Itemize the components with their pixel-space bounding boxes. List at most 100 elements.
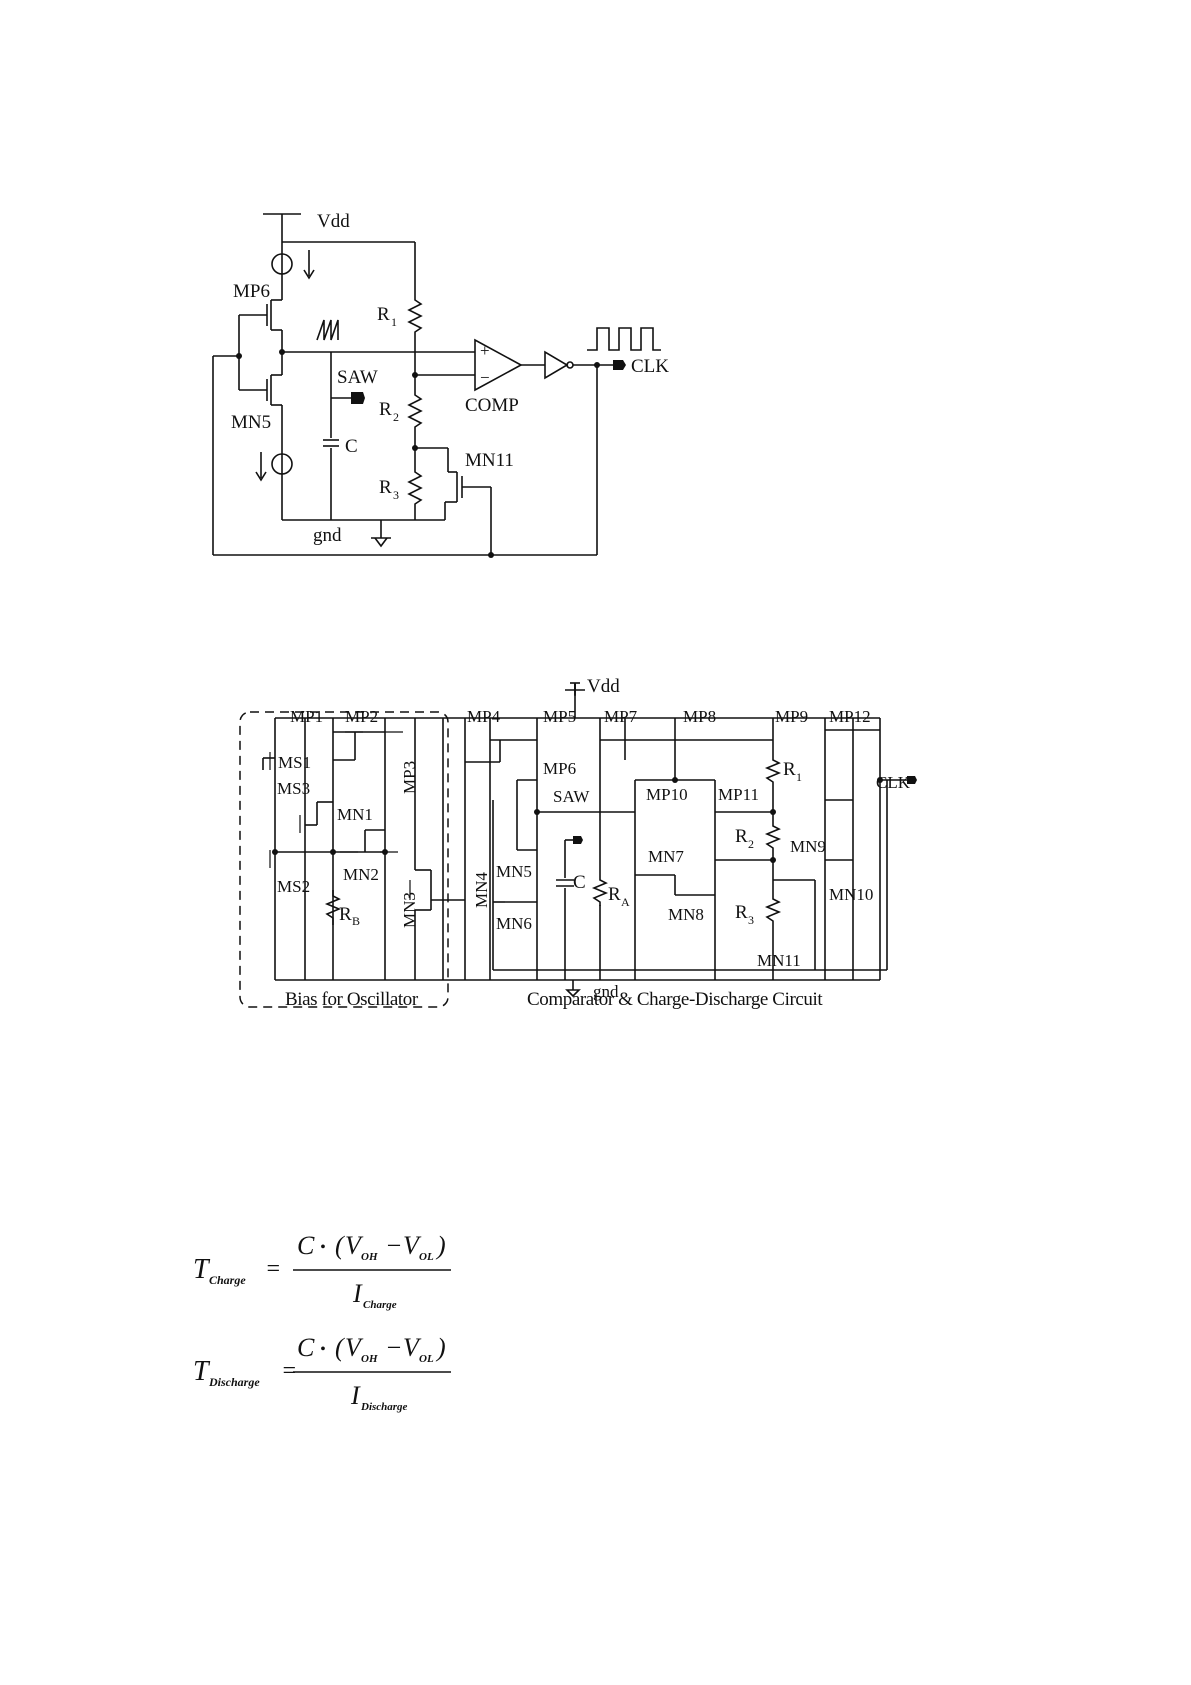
mn3-transistor — [415, 869, 465, 911]
eq2-voh-sub: OH — [361, 1353, 378, 1365]
r3-resistor-2: R 3 — [735, 895, 782, 929]
mp9-label: MP9 — [775, 707, 808, 726]
ra-label: R — [608, 884, 621, 905]
ms3-label: MS3 — [277, 779, 310, 798]
mn5-label: MN5 — [231, 412, 271, 433]
eq1-den: I — [352, 1279, 363, 1308]
eq1-vol-sub: OL — [419, 1251, 434, 1263]
rb-label: R — [339, 904, 352, 925]
r1-resistor-2: R 1 — [764, 756, 802, 790]
c-label: C — [573, 872, 586, 893]
mn9-label: MN9 — [790, 837, 826, 856]
r1-sub: 1 — [391, 315, 397, 329]
mn5-label: MN5 — [496, 862, 532, 881]
c-label: C — [345, 436, 358, 457]
mp12-label: MP12 — [829, 707, 871, 726]
discharge-equation: T Discharge = C • ( V OH − V OL ) I Disc… — [193, 1333, 451, 1413]
top-current-source — [271, 242, 315, 300]
vdd-rail: Vdd — [275, 676, 880, 719]
mn7-label: MN7 — [648, 847, 684, 866]
r3-sub: 3 — [393, 488, 399, 502]
eq2-lhs: T — [193, 1356, 211, 1387]
eq2-equals: = — [281, 1358, 297, 1384]
mn5-transistor: MN5 — [231, 352, 283, 452]
bias-caption: Bias for Oscillator — [285, 989, 419, 1010]
r2-label: R — [379, 399, 392, 420]
vdd-rail: Vdd — [263, 211, 416, 295]
full-oscillator-schematic: Vdd gnd — [235, 676, 1000, 1095]
eq1-c: C — [297, 1231, 315, 1260]
clk-label: CLK — [631, 356, 669, 377]
comparator-caption: Comparator & Charge-Discharge Circuit — [527, 989, 823, 1010]
eq1-minus: − — [385, 1231, 403, 1260]
comp-minus: − — [480, 368, 490, 387]
mn11-transistor: MN11 — [415, 447, 514, 558]
rb-sub: B — [352, 914, 360, 928]
mn11-label: MN11 — [757, 951, 801, 970]
mp3-label: MP3 — [400, 761, 419, 794]
eq2-minus: − — [385, 1333, 403, 1362]
eq1-open: ( — [335, 1231, 345, 1260]
mn1-label: MN1 — [337, 805, 373, 824]
mn8-label: MN8 — [668, 905, 704, 924]
eq2-vol-sub: OL — [419, 1353, 434, 1365]
saw-label: SAW — [553, 787, 590, 806]
eq1-vol: V — [403, 1231, 422, 1260]
eq2-den: I — [350, 1381, 361, 1410]
eq2-den-sub: Discharge — [360, 1401, 408, 1413]
r3-label: R — [735, 902, 748, 923]
capacitor-c: C — [556, 872, 586, 893]
r1-resistor: R 1 — [377, 295, 423, 375]
clk-waveform — [587, 327, 661, 351]
mp1-label: MP1 — [290, 707, 323, 726]
eq1-lhs-sub: Charge — [209, 1273, 246, 1287]
eq2-voh: V — [345, 1333, 364, 1362]
mp5-label: MP5 — [543, 707, 576, 726]
mp6-label: MP6 — [233, 281, 270, 302]
mn11-label: MN11 — [465, 450, 514, 471]
timing-equations-svg: T Charge = C • ( V OH − V OL ) I Charge … — [193, 1231, 451, 1413]
r1-label: R — [377, 304, 390, 325]
inverter: CLK — [521, 350, 669, 380]
eq1-voh-sub: OH — [361, 1251, 378, 1263]
eq2-open: ( — [335, 1333, 345, 1362]
eq1-den-sub: Charge — [363, 1299, 397, 1311]
mp7-label: MP7 — [604, 707, 638, 726]
r2-label: R — [735, 826, 748, 847]
mp4-label: MP4 — [467, 707, 501, 726]
full-oscillator-schematic-svg: Vdd gnd — [239, 676, 917, 1010]
mp8-label: MP8 — [683, 707, 716, 726]
mp2-label: MP2 — [345, 707, 378, 726]
gnd-label: gnd — [593, 982, 619, 1001]
eq1-dot: • — [320, 1239, 326, 1256]
oscillator-schematic-svg: Vdd MP6 MN5 — [212, 211, 669, 558]
mn3-label: MN3 — [400, 892, 419, 928]
mp10-label: MP10 — [646, 785, 688, 804]
clk-label: CLK — [876, 773, 911, 792]
eq2-c: C — [297, 1333, 315, 1362]
timing-equations: T Charge = C • ( V OH − V OL ) I Charge … — [185, 1190, 485, 1420]
mp11-label: MP11 — [718, 785, 759, 804]
r1-label: R — [783, 759, 796, 780]
saw-node: SAW — [279, 319, 475, 520]
mp6-transistor: MP6 — [233, 281, 283, 390]
eq1-lhs: T — [193, 1254, 211, 1285]
gnd-rail: gnd — [275, 979, 880, 1001]
eq2-dot: • — [320, 1341, 326, 1358]
mn6-label: MN6 — [496, 914, 532, 933]
comp-plus: + — [480, 341, 490, 360]
ra-resistor: R A — [591, 875, 630, 909]
r2-resistor-2: R 2 — [735, 822, 782, 856]
bias-branches — [262, 718, 444, 980]
comparator-pair — [600, 718, 773, 980]
saw-label: SAW — [337, 367, 378, 388]
ms1-label: MS1 — [278, 753, 311, 772]
ra-sub: A — [621, 895, 630, 909]
gnd-rail: gnd — [282, 519, 445, 548]
bias-box — [239, 711, 449, 1008]
eq1-voh: V — [345, 1231, 364, 1260]
ms2-label: MS2 — [277, 877, 310, 896]
feedback-line — [212, 353, 598, 556]
gnd-label: gnd — [313, 525, 342, 546]
mn2-label: MN2 — [343, 865, 379, 884]
